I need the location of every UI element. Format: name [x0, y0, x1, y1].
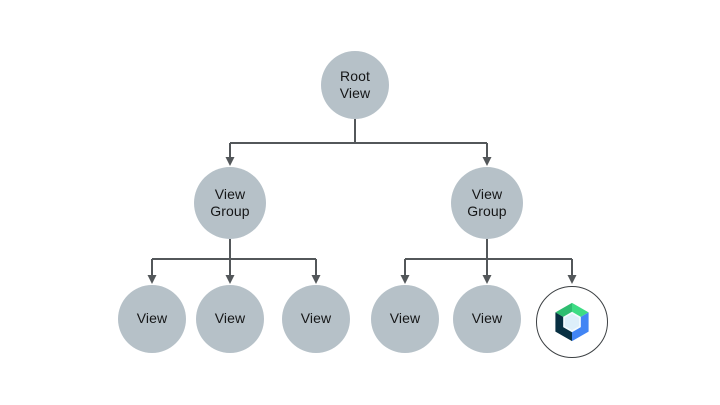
connector-root-to-viewgroups — [225, 119, 492, 166]
node-view-3: View — [282, 285, 350, 353]
node-root-view: Root View — [321, 51, 389, 119]
arrowhead-icon — [482, 157, 492, 166]
arrowhead-icon — [147, 275, 157, 284]
jetpack-compose-icon — [555, 302, 589, 342]
arrowhead-icon — [311, 275, 321, 284]
node-view-5: View — [453, 285, 521, 353]
compose-logo-center-hexagon — [563, 311, 581, 333]
node-view-group-right: View Group — [451, 167, 523, 239]
node-label: View — [300, 310, 332, 327]
node-label: View Group — [210, 185, 250, 220]
arrowhead-icon — [225, 275, 235, 284]
node-view-2: View — [196, 285, 264, 353]
node-label: View — [214, 310, 246, 327]
node-view-1: View — [118, 285, 186, 353]
arrowhead-icon — [482, 275, 492, 284]
node-label: View — [471, 310, 503, 327]
node-label: View — [389, 310, 421, 327]
node-label: View — [136, 310, 168, 327]
connector-right-viewgroup-to-views — [400, 239, 577, 284]
node-view-group-left: View Group — [194, 167, 266, 239]
arrowhead-icon — [567, 275, 577, 284]
arrowhead-icon — [400, 275, 410, 284]
node-view-4: View — [371, 285, 439, 353]
node-label: View Group — [467, 185, 507, 220]
node-jetpack-compose — [536, 286, 608, 358]
connector-left-viewgroup-to-views — [147, 239, 321, 284]
arrowhead-icon — [225, 157, 235, 166]
node-label: Root View — [339, 67, 371, 102]
